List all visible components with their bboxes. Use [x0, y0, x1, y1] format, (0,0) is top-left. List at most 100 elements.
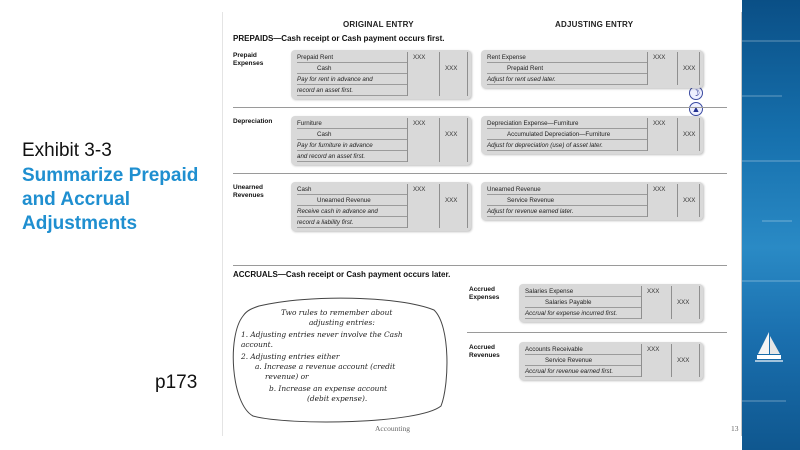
- entry-explanation: record an asset first.: [297, 85, 407, 96]
- entry-account: Salaries Expense: [525, 286, 641, 297]
- amount-column-rule: [647, 52, 648, 85]
- prepaids-header: PREPAIDS—Cash receipt or Cash payment oc…: [233, 34, 445, 43]
- debit-amount: XXX: [413, 54, 426, 61]
- footer-page-number: 13: [731, 424, 739, 433]
- entry-account: Cash: [297, 129, 407, 140]
- credit-amount: XXX: [445, 197, 458, 204]
- ocean-photo: [742, 0, 800, 450]
- entry-category-label-line: Depreciation: [233, 118, 273, 125]
- adjusting-entry-header: ADJUSTING ENTRY: [555, 20, 634, 29]
- entry-account: Unearned Revenue: [487, 184, 647, 195]
- amount-column-rule: [699, 344, 700, 377]
- amount-column-rule: [641, 344, 642, 377]
- entry-account: Prepaid Rent: [487, 63, 647, 74]
- debit-amount: XXX: [413, 186, 426, 193]
- slide-title-line: Adjustments: [22, 213, 138, 234]
- exhibit-document: ORIGINAL ENTRY ADJUSTING ENTRY PREPAIDS—…: [222, 12, 742, 436]
- original-entry-header: ORIGINAL ENTRY: [343, 20, 414, 29]
- amount-column-rule: [699, 118, 700, 151]
- note-line: Two rules to remember about: [281, 308, 393, 317]
- entry-explanation: Adjust for rent used later.: [487, 74, 647, 85]
- entry-account: Prepaid Rent: [297, 52, 407, 63]
- entry-account: Service Revenue: [525, 355, 641, 366]
- amount-column-rule: [407, 184, 408, 228]
- entry-explanation: and record an asset first.: [297, 151, 407, 162]
- entry-category-label-line: Unearned: [233, 184, 263, 191]
- credit-amount: XXX: [683, 131, 696, 138]
- credit-amount: XXX: [683, 197, 696, 204]
- slide-title: Summarize Prepaid and Accrual Adjustment…: [22, 164, 222, 236]
- entry-account: Unearned Revenue: [297, 195, 407, 206]
- entry-explanation: record a liability first.: [297, 217, 407, 228]
- amount-column-rule: [699, 184, 700, 217]
- row-divider: [233, 107, 727, 108]
- debit-amount: XXX: [647, 288, 660, 295]
- credit-amount: XXX: [683, 65, 696, 72]
- amount-column-rule: [467, 118, 468, 162]
- note-line: account.: [241, 340, 273, 349]
- entry-explanation: Accrual for revenue earned first.: [525, 366, 641, 377]
- entry-explanation: Adjust for depreciation (use) of asset l…: [487, 140, 647, 151]
- note-line: 1. Adjusting entries never involve the C…: [241, 330, 403, 339]
- amount-column-rule: [407, 52, 408, 96]
- amount-column-rule: [467, 52, 468, 96]
- amount-column-rule: [677, 52, 678, 85]
- entry-explanation: Receive cash in advance and: [297, 206, 407, 217]
- entry-category-label-line: Accrued: [469, 286, 496, 293]
- amount-column-rule: [647, 184, 648, 217]
- entry-category-label-line: Accrued: [469, 344, 496, 351]
- credit-amount: XXX: [677, 299, 690, 306]
- entry-category-label-line: Expenses: [233, 60, 264, 67]
- amount-column-rule: [671, 344, 672, 377]
- entry-account: Furniture: [297, 118, 407, 129]
- debit-amount: XXX: [653, 54, 666, 61]
- amount-column-rule: [677, 118, 678, 151]
- note-line: a. Increase a revenue account (credit: [255, 362, 396, 371]
- entry-explanation: Pay for rent in advance and: [297, 74, 407, 85]
- amount-column-rule: [699, 52, 700, 85]
- section-divider: [233, 265, 727, 266]
- debit-amount: XXX: [647, 346, 660, 353]
- note-line: 2. Adjusting entries either: [241, 352, 340, 361]
- entry-category-label-line: Prepaid: [233, 52, 257, 59]
- credit-amount: XXX: [445, 131, 458, 138]
- note-line: revenue) or: [265, 372, 309, 381]
- entry-account: Salaries Payable: [525, 297, 641, 308]
- entry-explanation: Pay for furniture in advance: [297, 140, 407, 151]
- amount-column-rule: [641, 286, 642, 319]
- debit-amount: XXX: [413, 120, 426, 127]
- accruals-header: ACCRUALS—Cash receipt or Cash payment oc…: [233, 270, 451, 279]
- entry-account: Cash: [297, 63, 407, 74]
- slide-title-line: Summarize Prepaid: [22, 165, 199, 186]
- entry-account: Accumulated Depreciation—Furniture: [487, 129, 647, 140]
- entry-account: Depreciation Expense—Furniture: [487, 118, 647, 129]
- entry-account: Service Revenue: [487, 195, 647, 206]
- debit-amount: XXX: [653, 120, 666, 127]
- entry-category-label-line: Expenses: [469, 294, 500, 301]
- amount-column-rule: [671, 286, 672, 319]
- hat-icon[interactable]: ▲: [689, 102, 703, 116]
- note-line: b. Increase an expense account: [269, 384, 388, 393]
- note-line: (debit expense).: [307, 394, 368, 403]
- amount-column-rule: [647, 118, 648, 151]
- row-divider: [467, 332, 727, 333]
- credit-amount: XXX: [445, 65, 458, 72]
- entry-account: Cash: [297, 184, 407, 195]
- moon-icon[interactable]: ☽: [689, 86, 703, 100]
- entry-category-label-line: Revenues: [469, 352, 500, 359]
- exhibit-number: Exhibit 3-3: [22, 140, 112, 161]
- amount-column-rule: [439, 52, 440, 96]
- debit-amount: XXX: [653, 186, 666, 193]
- amount-column-rule: [677, 184, 678, 217]
- amount-column-rule: [699, 286, 700, 319]
- page-reference: p173: [155, 372, 198, 393]
